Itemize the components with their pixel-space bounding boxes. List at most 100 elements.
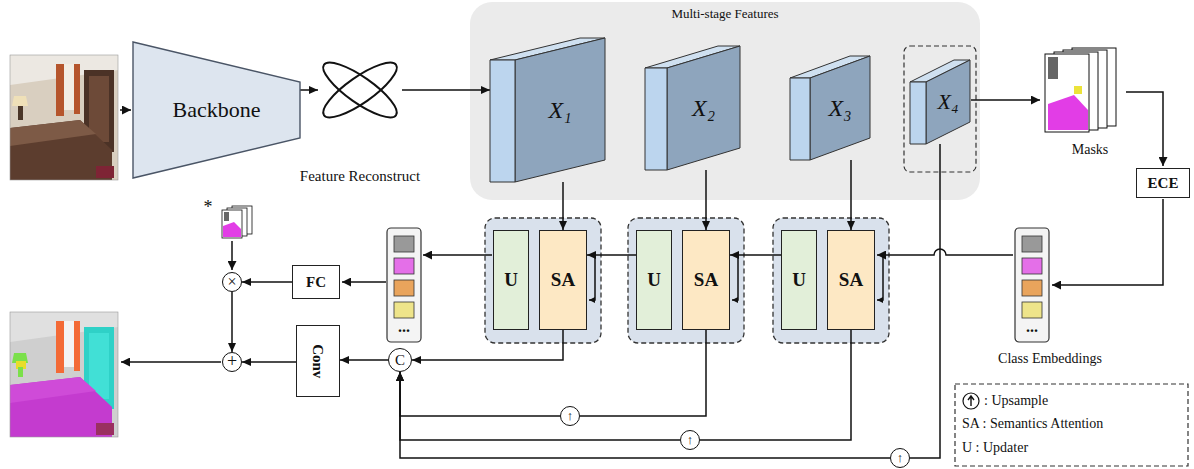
cube-side <box>515 38 605 182</box>
connector <box>242 278 292 286</box>
cube-front <box>910 82 926 144</box>
mask-stack <box>1074 86 1082 94</box>
mask-label: Masks <box>1072 142 1109 157</box>
ellipsis: ... <box>1026 318 1038 335</box>
node-label: ECE <box>1148 175 1179 192</box>
embedding-stack <box>394 258 414 274</box>
updater-box: U <box>636 230 672 330</box>
embedding-stack <box>1022 236 1042 252</box>
add-circle: + <box>222 352 242 372</box>
embedding-stack <box>394 236 414 252</box>
embedding-stack <box>394 302 414 318</box>
feature-map: X₃ <box>790 56 870 160</box>
reconstruct-symbol: Feature Reconstruct <box>318 52 402 128</box>
connector <box>396 372 560 416</box>
input-photo <box>10 120 96 146</box>
crossed-loop <box>317 54 404 126</box>
label-anchor: Masks <box>1072 140 1109 158</box>
mask-star: * <box>204 197 213 217</box>
input-photo <box>74 64 80 114</box>
arrowhead <box>847 221 855 230</box>
mask-stack <box>1048 57 1058 79</box>
feature-name: X₄ <box>937 90 958 114</box>
embedding-stack <box>387 228 421 342</box>
connector <box>412 330 563 364</box>
updater-box: U <box>781 230 817 330</box>
input-photo <box>56 64 64 116</box>
feature-name: X₁ <box>548 97 571 123</box>
node-label: FC <box>306 274 326 291</box>
upsample-circle: ↑ <box>890 448 910 468</box>
label-anchor: ... <box>398 318 410 336</box>
arrowhead <box>587 251 596 259</box>
output-segmentation <box>10 312 118 437</box>
ece-box: ECE <box>1136 168 1190 198</box>
connector-line <box>402 89 490 91</box>
node-label: ↑ <box>687 433 694 447</box>
cube-front <box>645 68 667 170</box>
connector <box>580 330 706 416</box>
embedding-stack <box>1015 228 1049 342</box>
feature-name: X₂ <box>692 95 715 121</box>
node-label: Feature Reconstruct <box>300 168 420 185</box>
label-anchor: * <box>204 198 213 218</box>
input-photo <box>10 55 118 180</box>
connector-line <box>910 144 940 458</box>
flow-wire <box>877 255 883 300</box>
flow-wire <box>120 109 131 111</box>
conv-box: Conv <box>296 325 340 397</box>
connector <box>910 144 940 458</box>
node-label: U <box>504 270 518 291</box>
connector-line <box>400 372 560 416</box>
node-label: Multi-stage Features <box>671 7 778 21</box>
attention-box: SA <box>539 230 587 330</box>
legend-text: SA : Semantics Attention <box>962 416 1103 431</box>
output-segmentation <box>56 321 64 373</box>
arrowhead <box>702 221 710 230</box>
flow-wire <box>732 255 738 300</box>
crossed-loop <box>317 54 404 126</box>
output-segmentation <box>10 312 118 437</box>
arrowhead <box>242 278 251 286</box>
legend-row: U : Updater <box>962 440 1028 455</box>
attention-box: SA <box>682 230 730 330</box>
arrowhead <box>559 221 567 230</box>
connector <box>396 372 890 458</box>
embedding-stack <box>1015 228 1049 342</box>
cube-side <box>926 60 970 144</box>
multiply-circle: × <box>222 272 242 292</box>
legend-row: SA : Semantics Attention <box>962 416 1103 431</box>
arrowhead <box>309 86 318 94</box>
upsample-symbol-ring <box>963 393 979 409</box>
output-segmentation <box>64 321 74 367</box>
node-label: Conv <box>310 344 327 378</box>
input-photo <box>10 55 118 180</box>
flow-wire <box>121 361 221 363</box>
node-label: U <box>792 270 806 291</box>
connector <box>402 86 490 94</box>
legend-row: : Upsample <box>962 392 1048 410</box>
node-label: SA <box>839 270 863 291</box>
cube-shape <box>490 38 605 182</box>
connector <box>396 372 680 440</box>
arrowhead <box>242 358 251 366</box>
node-label: + <box>227 352 237 372</box>
feature-panel: Multi-stage FeaturesX₁ X₂ X₃ X₄ <box>470 2 980 200</box>
ellipsis: ... <box>398 318 410 335</box>
mask-stack-small <box>222 206 252 238</box>
node-label: U <box>647 270 661 291</box>
arrowhead <box>481 86 490 94</box>
connector-line <box>400 372 890 458</box>
embedding-stack <box>394 280 414 296</box>
cube-side <box>810 56 870 160</box>
connector <box>702 170 710 230</box>
node-label: ↑ <box>897 451 904 465</box>
connector <box>228 292 236 352</box>
trapezoid-outline <box>133 42 300 178</box>
feature-name: X₃ <box>828 95 851 121</box>
input-photo <box>12 96 28 106</box>
flow-wire <box>877 249 1013 255</box>
cube-side <box>667 46 740 170</box>
input-photo <box>64 64 74 110</box>
